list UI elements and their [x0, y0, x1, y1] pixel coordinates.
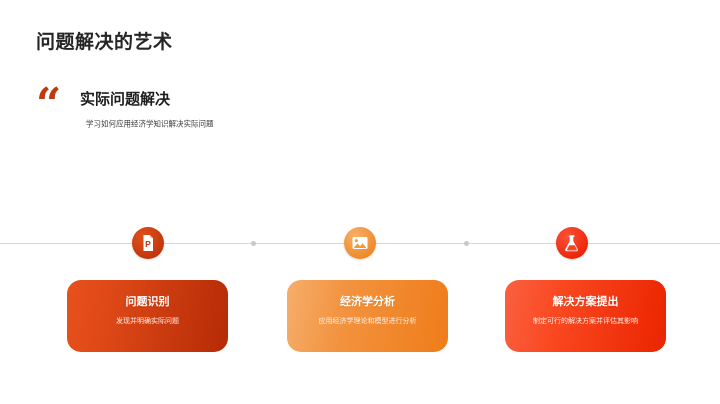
lab-flask-icon [556, 227, 588, 259]
step-card-solution-proposal[interactable]: 解决方案提出 制定可行的解决方案并评估其影响 [505, 280, 666, 352]
step-card-problem-identification[interactable]: 问题识别 发现并明确实际问题 [67, 280, 228, 352]
presentation-file-icon: P [132, 227, 164, 259]
card-title: 问题识别 [125, 296, 170, 308]
quote-block: “ 实际问题解决 学习如何应用经济学知识解决实际问题 [36, 79, 436, 158]
step-card-economic-analysis[interactable]: 经济学分析 应用经济学理论和模型进行分析 [287, 280, 448, 352]
timeline-dot-2 [464, 241, 469, 246]
card-title: 经济学分析 [340, 296, 395, 308]
timeline-node-solution-proposal[interactable] [556, 227, 588, 259]
card-title: 解决方案提出 [552, 296, 619, 308]
page-title: 问题解决的艺术 [36, 32, 173, 53]
image-picture-icon [344, 227, 376, 259]
section-subtitle: 学习如何应用经济学知识解决实际问题 [86, 119, 214, 129]
timeline-node-economic-analysis[interactable] [344, 227, 376, 259]
section-heading: 实际问题解决 [80, 91, 171, 108]
timeline-dot-1 [251, 241, 256, 246]
card-description: 应用经济学理论和模型进行分析 [318, 318, 417, 325]
timeline-node-problem-identification[interactable]: P [132, 227, 164, 259]
quote-mark-icon: “ [36, 79, 62, 130]
card-description: 发现并明确实际问题 [116, 318, 179, 325]
card-description: 制定可行的解决方案并评估其影响 [533, 318, 638, 325]
svg-text:P: P [145, 239, 151, 249]
